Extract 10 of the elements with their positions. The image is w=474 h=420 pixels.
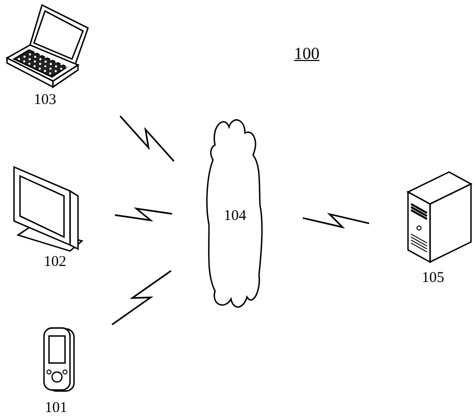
reference-numeral: 105 [422,270,444,286]
figure-number: 100 [294,44,320,64]
wireless-link [114,207,172,222]
wireless-link [120,116,174,162]
reference-numeral: 101 [44,400,68,416]
reference-numeral: 104 [224,208,246,224]
reference-numeral: 103 [34,92,56,108]
wireless-link [112,270,172,326]
wireless-link [302,212,370,229]
reference-numeral: 102 [44,254,66,270]
